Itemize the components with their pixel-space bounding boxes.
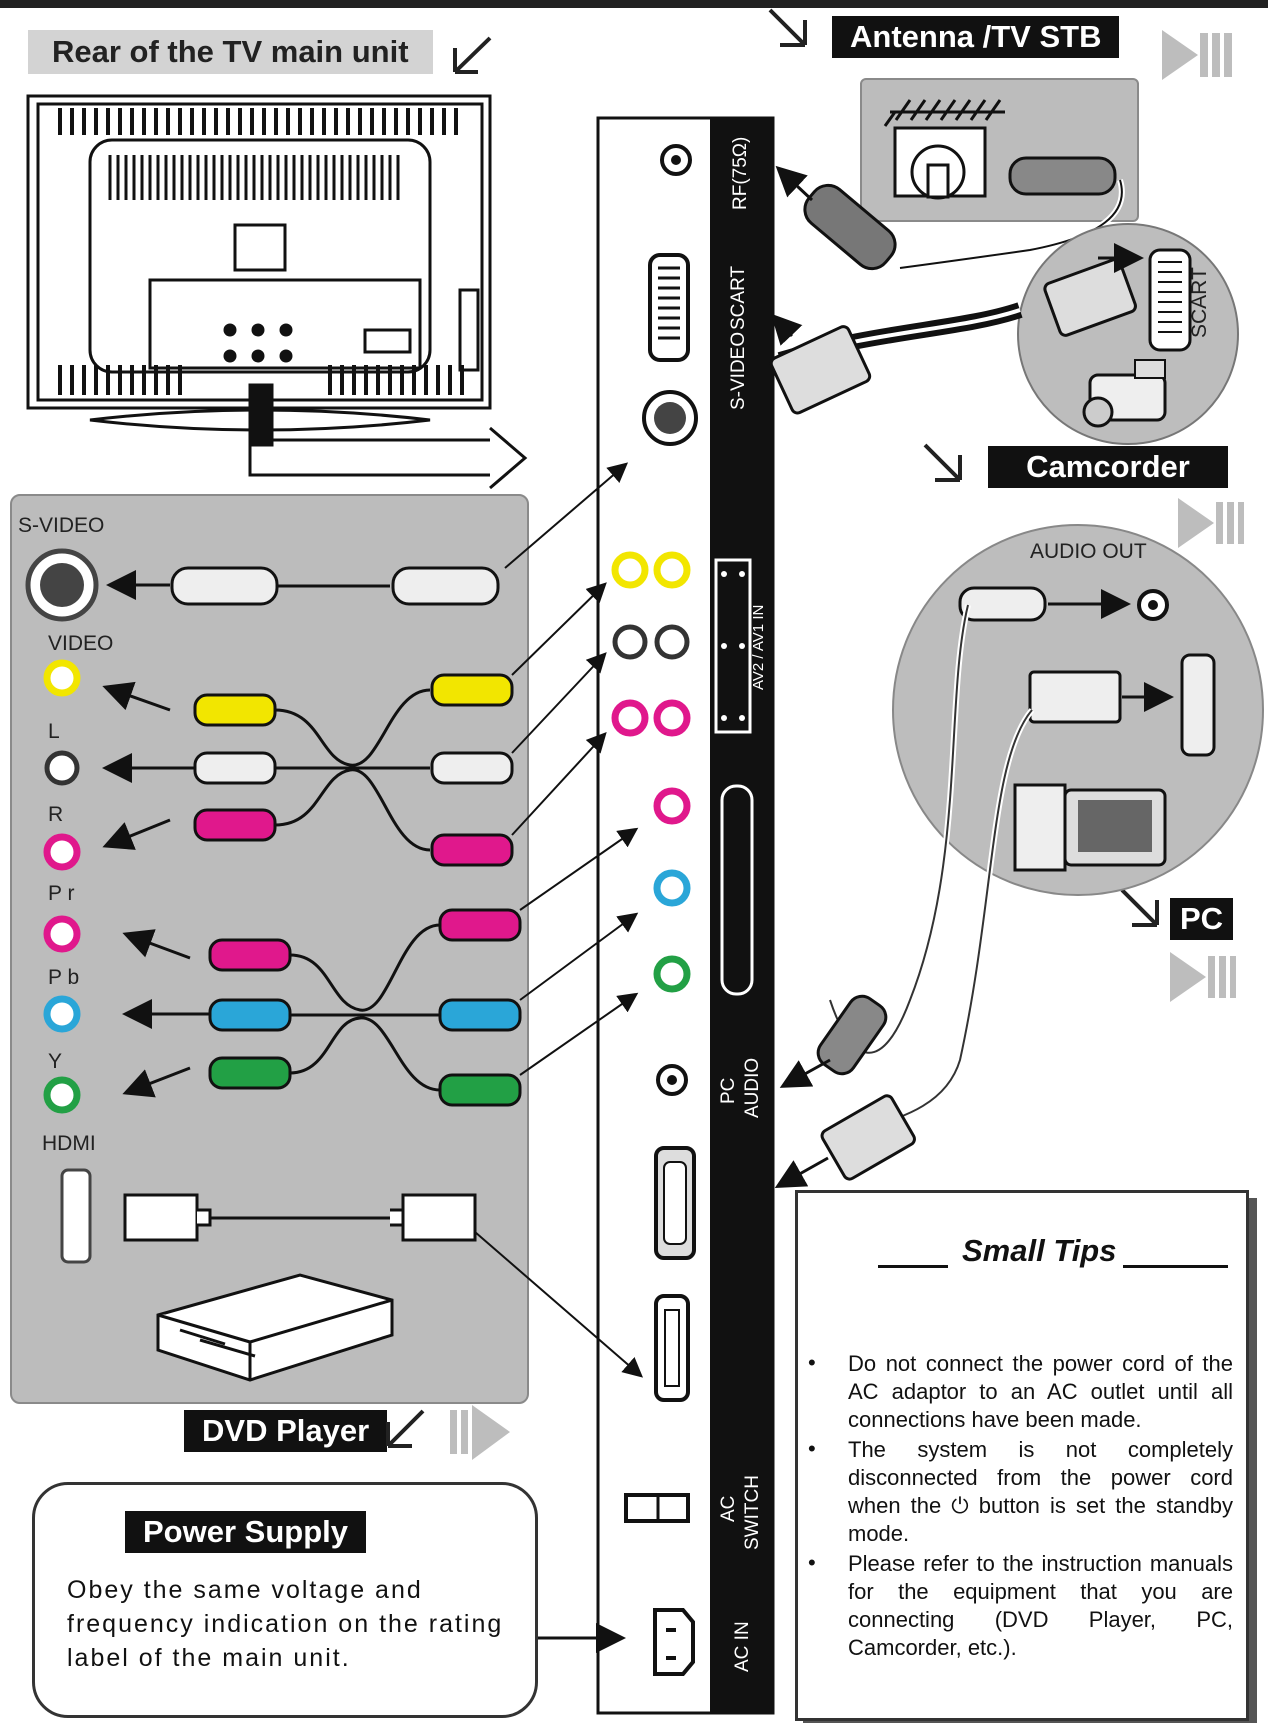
label-video: VIDEO — [48, 632, 114, 655]
hdmi-port-icon — [60, 1168, 92, 1264]
scart-plug-icon — [769, 325, 872, 415]
tip-bullet: • — [808, 1436, 816, 1461]
component-cable — [122, 827, 639, 1107]
label-l: L — [48, 720, 60, 743]
label-pr: P r — [48, 882, 75, 905]
ac-in-socket-icon — [653, 1608, 695, 1676]
corner-arrow-icon — [768, 8, 807, 47]
antenna-panel — [860, 78, 1139, 222]
direction-arrow-icon — [1178, 498, 1244, 548]
tv-connector-panel — [596, 116, 775, 1715]
left-jacks — [25, 548, 99, 1264]
vga-plug-icon — [1028, 670, 1122, 724]
hdmi-cable — [123, 1193, 644, 1378]
audio-plug-icon — [816, 994, 888, 1076]
label-rf: RF(75Ω) — [730, 136, 751, 210]
label-camcorder: Camcorder — [988, 446, 1228, 488]
right-audio-jack-icon — [43, 833, 81, 871]
label-scart-right: SCART — [1188, 267, 1211, 338]
label-rear-of-tv: Rear of the TV main unit — [28, 30, 433, 74]
tip-item: Please refer to the instruction manuals … — [848, 1551, 1233, 1660]
label-power-supply: Power Supply — [125, 1511, 366, 1553]
corner-arrow-icon — [386, 1409, 425, 1448]
corner-arrow-icon — [453, 36, 492, 74]
tips-title: Small Tips — [962, 1233, 1117, 1268]
tips-title-rule — [878, 1265, 948, 1268]
label-pb: P b — [48, 966, 80, 989]
label-dvd-player: DVD Player — [184, 1410, 388, 1452]
small-tips-box: Small Tips • Do not connect the power co… — [795, 1190, 1249, 1721]
tv-rear-illustration — [26, 94, 528, 490]
corner-arrow-icon — [923, 443, 962, 482]
pr-jack-icon — [43, 915, 81, 953]
label-ac-in: AC IN — [732, 1621, 753, 1672]
direction-arrow-icon — [1162, 30, 1232, 80]
svideo-cable — [106, 462, 629, 606]
direction-arrow-icon — [1170, 952, 1236, 1002]
av-video-jack-icon — [653, 551, 691, 589]
label-pc-audio-1: PC — [718, 1077, 739, 1104]
label-svideo: S-VIDEO — [18, 514, 105, 537]
y-jack-icon — [653, 955, 691, 993]
vga-port-icon — [1180, 653, 1216, 757]
camcorder-icon — [1082, 359, 1167, 428]
audio-plug-icon — [958, 586, 1047, 622]
av-cable — [102, 582, 607, 867]
av-right-jack-icon — [653, 699, 691, 737]
computer-icon — [1013, 783, 1167, 872]
label-svideo-panel: S-VIDEO — [728, 331, 749, 410]
pc-circle — [892, 524, 1264, 896]
direction-arrow-icon — [450, 1405, 510, 1460]
label-antenna: Antenna /TV STB — [832, 16, 1120, 58]
tip-bullet: • — [808, 1550, 816, 1575]
y-jack-icon — [43, 1076, 81, 1114]
pb-jack-icon — [43, 995, 81, 1033]
power-supply-text: Obey the same voltage and frequency indi… — [67, 1576, 504, 1672]
label-scart-panel: SCART — [728, 265, 749, 330]
pr-jack-icon — [653, 787, 691, 825]
label-ac-switch-1: AC — [718, 1495, 739, 1522]
dvd-player-icon — [156, 1273, 394, 1382]
antenna-wall-socket-icon — [883, 99, 1125, 271]
label-ac-switch-2: SWITCH — [742, 1475, 763, 1550]
label-r: R — [48, 803, 64, 826]
tips-title-rule — [1123, 1265, 1228, 1268]
label-pc-audio-2: AUDIO — [742, 1057, 763, 1118]
label-hdmi: HDMI — [42, 1132, 96, 1155]
label-audio-out: AUDIO OUT — [1030, 540, 1147, 563]
scart-port-icon — [1148, 248, 1192, 352]
tip-bullet: • — [808, 1350, 816, 1375]
tip-item: The system is not completely disconnecte… — [848, 1437, 1233, 1546]
label-y: Y — [48, 1050, 63, 1073]
camcorder-circle — [1017, 223, 1239, 445]
tip-item: Do not connect the power cord of the AC … — [848, 1351, 1233, 1432]
av-left-jack-icon — [654, 624, 690, 660]
pb-jack-icon — [653, 869, 691, 907]
vga-plug-icon — [820, 1094, 916, 1181]
av-right-jack-icon — [611, 699, 649, 737]
corner-arrow-icon — [1120, 888, 1159, 927]
label-av-in: AV2 / AV1 IN — [750, 604, 767, 690]
left-audio-jack-icon — [44, 750, 80, 786]
av-left-jack-icon — [612, 624, 648, 660]
video-jack-icon — [43, 659, 81, 697]
label-pc: PC — [1170, 898, 1234, 940]
rf-cable-plug-icon — [775, 165, 897, 271]
top-border — [0, 0, 1268, 8]
av-video-jack-icon — [611, 551, 649, 589]
power-supply-box: Power Supply Obey the same voltage and f… — [32, 1482, 538, 1718]
